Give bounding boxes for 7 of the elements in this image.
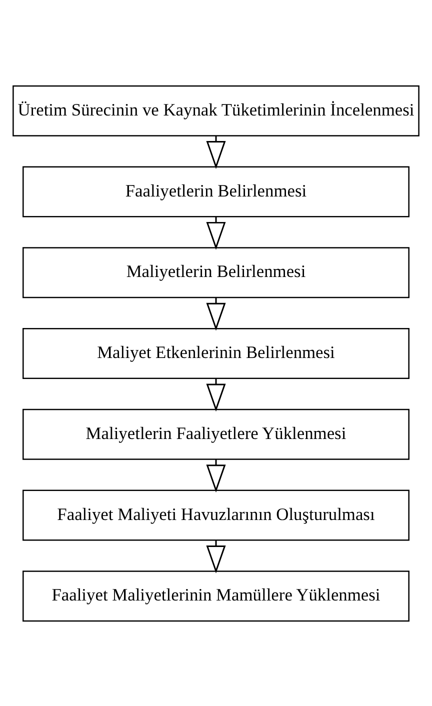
node-box: Maliyet Etkenlerinin Belirlenmesi: [22, 328, 410, 378]
node-box: Faaliyet Maliyeti Havuzlarının Oluşturulması: [22, 489, 410, 540]
node-box: Üretim Sürecinin ve Kaynak Tüketimlerinin İncelenmesi: [12, 84, 420, 136]
node-box: Faaliyetlerin Belirlenmesi: [22, 166, 410, 217]
node-box: Maliyetlerin Faaliyetlere Yüklenmesi: [22, 408, 410, 460]
node-box: Maliyetlerin Belirlenmesi: [22, 246, 410, 298]
node-box: Faaliyet Maliyetlerinin Mamüllere Yüklenmesi: [22, 570, 410, 622]
